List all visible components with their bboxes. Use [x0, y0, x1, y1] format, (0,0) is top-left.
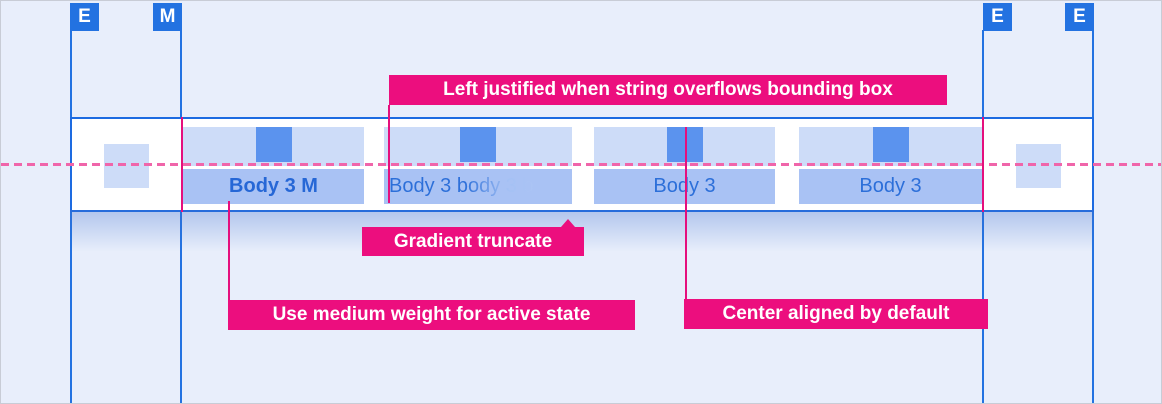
- guide-line-e-left: [70, 30, 72, 403]
- leading-icon-placeholder: [104, 144, 149, 188]
- tab-strip-left-bound-line: [181, 117, 183, 212]
- annotation-left-justified: Left justified when string overflows bou…: [389, 75, 947, 105]
- tab-label: Body 3 M: [183, 169, 364, 204]
- annotation-center-aligned: Center aligned by default: [684, 299, 988, 329]
- connector-left-justified: [388, 105, 390, 203]
- spacing-marker-e-left: E: [70, 3, 99, 31]
- tab-icon-placeholder: [872, 127, 909, 162]
- spacing-marker-e-right-outer: E: [1065, 3, 1094, 31]
- tab-icon-placeholder: [460, 127, 496, 162]
- tab-label: Body 3 body 3 b: [384, 169, 572, 204]
- tab-icon-placeholder: [666, 127, 703, 162]
- callout-arrow-up-icon: [561, 219, 575, 227]
- horizontal-baseline-dashed-line: [1, 163, 1161, 166]
- annotation-medium-weight: Use medium weight for active state: [228, 300, 635, 330]
- connector-center-aligned: [685, 127, 687, 300]
- tab-item-default-2[interactable]: Body 3: [799, 127, 982, 204]
- annotation-gradient-truncate-text: Gradient truncate: [393, 230, 553, 252]
- tab-item-active[interactable]: Body 3 M: [183, 127, 364, 204]
- tab-icon-placeholder: [255, 127, 292, 162]
- guide-line-e-right-inner: [982, 30, 984, 403]
- tab-item-overflow[interactable]: Body 3 body 3 b: [384, 127, 572, 204]
- tab-label-truncated-text: Body 3 body 3 b: [389, 175, 534, 197]
- trailing-icon-placeholder: [1016, 144, 1061, 188]
- tab-strip-right-bound-line: [982, 117, 984, 212]
- annotation-gradient-truncate: Gradient truncate: [362, 219, 584, 256]
- connector-medium-weight: [228, 201, 230, 301]
- tab-label: Body 3: [594, 169, 775, 204]
- guide-line-m-left: [180, 30, 182, 403]
- guide-line-e-right-outer: [1092, 30, 1094, 403]
- spacing-marker-e-right-inner: E: [983, 3, 1012, 31]
- tab-item-default-1[interactable]: Body 3: [594, 127, 775, 204]
- tab-label: Body 3: [799, 169, 982, 204]
- spacing-marker-m-left: M: [153, 3, 182, 31]
